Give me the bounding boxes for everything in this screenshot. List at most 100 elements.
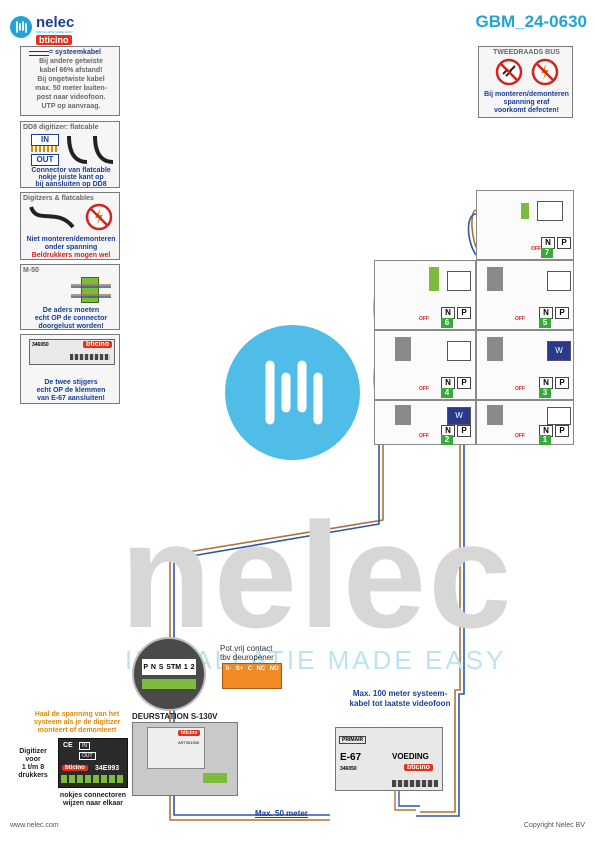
digitizer-in: IN	[79, 742, 90, 750]
digitizers-line: Niet monteren/demonteren	[26, 236, 116, 243]
max100-line: Max. 100 meter systeem-	[352, 689, 448, 698]
terminal-label: S-	[225, 666, 232, 672]
apartment-6: OFF N P 6	[374, 260, 476, 330]
off-label: OFF	[531, 246, 541, 252]
page-title: GBM_24-0630	[475, 12, 587, 31]
off-label: OFF	[515, 433, 525, 439]
system-cable-heading: = systeemkabel	[49, 49, 101, 56]
no-power-icon	[85, 203, 113, 231]
off-label: OFF	[419, 386, 429, 392]
door-station-label: DEURSTATION S-130V	[132, 712, 218, 721]
p-label: P	[457, 377, 471, 389]
digitizer-terminals	[61, 775, 125, 783]
p-label: P	[555, 307, 569, 319]
in-label: IN	[41, 135, 49, 144]
model-label: E-67	[340, 752, 362, 763]
digitizer-bottom-line: wijzen naar elkaar	[63, 800, 123, 807]
system-cable-line: kabel 66% afstand!	[39, 67, 103, 74]
terminal-label: N	[150, 663, 156, 671]
m50-module	[487, 405, 503, 425]
dd8-line: Connector van flatcable	[31, 167, 111, 174]
p-label: P	[557, 237, 571, 249]
bus-warning-line: spanning eraf	[503, 99, 550, 106]
apartment-1: OFF N P 1	[476, 400, 574, 445]
terminal-label: STM	[166, 663, 182, 671]
e67-line: echt OP de klemmen	[36, 387, 106, 394]
digitizers-panel: Digitzers & flatcables Niet monteren/dem…	[20, 192, 120, 260]
dd8-panel: DD8 digitizer: flatcable IN OUT Connecto…	[20, 121, 120, 188]
in-connector: IN	[31, 134, 59, 146]
bus-warning-line: voorkomt defecten!	[494, 107, 559, 114]
terminal-label: S	[158, 663, 164, 671]
keypad-terminal-row: P N S STM 1 2	[142, 659, 196, 675]
off-label: OFF	[419, 433, 429, 439]
digitizer-bottom-line: nokjes connectoren	[59, 792, 127, 799]
ce-mark: CE	[63, 742, 73, 749]
system-cable-line: Bij andere getwiste	[39, 58, 103, 65]
module-code: ART351000	[178, 740, 200, 745]
e67-panel: 346050 bticino De twee stijgers echt OP …	[20, 334, 120, 404]
watermark-word: nelec	[120, 491, 514, 659]
terminal-label: S+	[235, 666, 244, 672]
dd8-heading: DD8 digitizer: flatcable	[23, 124, 99, 131]
bus-warning-heading: TWEEDRAADS BUS	[493, 49, 560, 56]
psu-terminals	[392, 780, 438, 787]
m50-module	[395, 337, 411, 361]
connector-strip	[31, 146, 57, 152]
system-cable-panel: = systeemkabel Bij andere getwiste kabel…	[20, 46, 120, 116]
power-supply: PRIMAIR E-67 VOEDING 346050 bticino	[335, 727, 443, 791]
apartment-5: OFF N P 5	[476, 260, 574, 330]
m50-line: doorgelust worden!	[38, 323, 104, 330]
apartment-number: 7	[541, 248, 553, 258]
e67-code: 346050	[32, 342, 49, 348]
apartment-7: OFF N P 7	[476, 190, 574, 260]
digitizer-warning: Haal de spanning van het	[34, 711, 120, 718]
videophone-1	[547, 407, 571, 425]
nelec-logo: nelec INSTALLATIE MADE EASY bticino	[10, 12, 90, 45]
system-cable-line: UTP op aanvraag.	[41, 103, 101, 110]
system-cable-line: max. 50 meter buiten-	[35, 85, 107, 92]
module-brand: bticino	[178, 730, 201, 736]
apartment-2: W OFF N P 2	[374, 400, 476, 445]
max50-label: Max. 50 meter	[255, 809, 308, 818]
digitizer-out: OUT	[79, 752, 96, 760]
out-label: OUT	[36, 155, 54, 164]
dd8-line: bij aansluiten op DD8	[35, 181, 107, 188]
apartment-number: 3	[539, 388, 551, 398]
psu-code: 346050	[340, 766, 357, 772]
footer-right: Copyright Nelec BV	[523, 822, 585, 829]
videophone-4	[447, 341, 471, 361]
p-label: P	[555, 425, 569, 437]
bus-warning-panel: TWEEDRAADS BUS Bij monteren/demonteren s…	[478, 46, 573, 118]
watermark-circle	[225, 325, 360, 460]
digitizer-side: drukkers	[18, 772, 48, 779]
keypad-green-strip	[142, 679, 196, 689]
flatcable-icon	[29, 206, 75, 229]
voeding-label: VOEDING	[392, 752, 429, 761]
p-label: P	[457, 425, 471, 437]
system-cable-line: Bij ongetwiste kabel	[37, 76, 105, 83]
videophone-2: W	[447, 407, 471, 425]
bus-warning-line: Bij monteren/demonteren	[484, 91, 569, 98]
videophone-5	[547, 271, 571, 291]
m50-line: echt OP de connector	[34, 315, 108, 322]
module-terminals	[203, 773, 227, 783]
digitizer-side: voor	[25, 756, 41, 763]
apartment-4: OFF N P 4	[374, 330, 476, 400]
door-station: ART351000 bticino	[132, 722, 238, 796]
digitizer-warning: systeem als je de digitizer	[33, 719, 121, 726]
terminal-label: NO	[269, 666, 279, 672]
digitizer-device: CE IN OUT bticino 34E993	[58, 738, 128, 788]
system-cable-line: post naar videofoon.	[36, 94, 106, 101]
m50-module	[487, 337, 503, 361]
p-label: P	[457, 307, 471, 319]
digitizer-code: 34E993	[95, 765, 120, 772]
logo-text: nelec	[36, 14, 75, 31]
psu-brand: bticino	[404, 764, 433, 771]
m50-module	[487, 267, 503, 291]
terminal-label: NC	[256, 666, 266, 672]
no-unplug-icon	[495, 58, 523, 86]
terminal-label: P	[143, 663, 149, 671]
footer-left: www.nelec.com	[10, 822, 59, 829]
videophone-6	[447, 271, 471, 291]
